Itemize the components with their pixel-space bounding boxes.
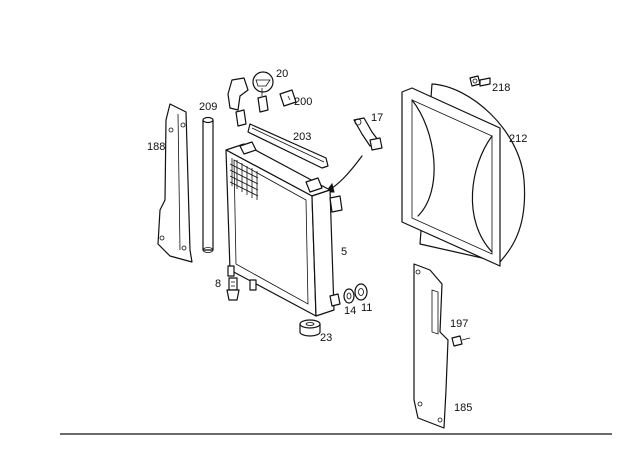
label-part-11: 11 (361, 302, 372, 314)
part-203-seal-strip (247, 123, 329, 169)
label-part-17: 17 (371, 112, 383, 124)
label-part-185: 185 (454, 402, 472, 414)
label-part-23: 23 (320, 332, 332, 344)
part-8-drain-plug (226, 277, 240, 301)
label-part-5: 5 (341, 246, 347, 258)
part-209-rod (202, 116, 214, 253)
label-part-14: 14 (344, 305, 356, 317)
label-part-188: 188 (147, 141, 165, 153)
label-part-8: 8 (215, 278, 221, 290)
part-188-left-bracket (157, 103, 193, 263)
part-5-radiator (225, 141, 343, 317)
part-11-washer (354, 283, 368, 301)
part-197-screw (451, 335, 471, 347)
part-200-bracket (279, 89, 297, 107)
label-part-218: 218 (492, 82, 510, 94)
label-part-203: 203 (293, 131, 311, 143)
label-part-197: 197 (450, 318, 468, 330)
part-14-washer (343, 288, 355, 304)
part-185-right-bracket (413, 263, 449, 429)
part-23-rubber-mount (299, 319, 321, 337)
part-17-hose-fitting (325, 117, 383, 193)
part-20-clip (227, 71, 274, 127)
label-part-212: 212 (509, 133, 527, 145)
label-part-200: 200 (294, 96, 312, 108)
label-part-209: 209 (199, 101, 217, 113)
part-212-fan-shroud (401, 83, 526, 267)
part-218-bolt (469, 75, 491, 87)
label-part-20: 20 (276, 68, 288, 80)
